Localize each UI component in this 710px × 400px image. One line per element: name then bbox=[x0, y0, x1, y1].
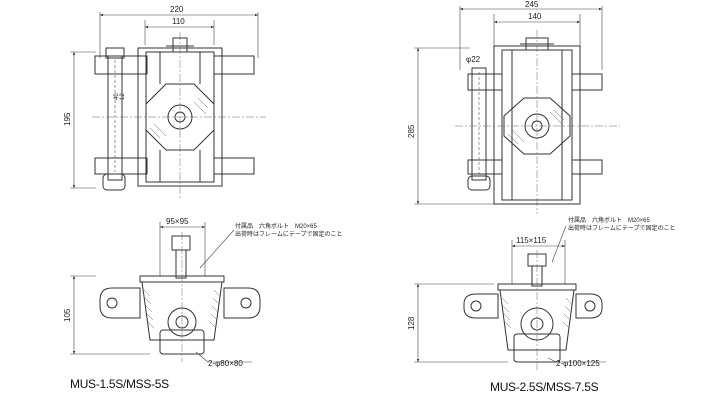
right-dim-plate: 115×115 bbox=[516, 236, 547, 245]
left-top-view: 220 110 195 40 12 bbox=[63, 5, 266, 200]
right-model-label: MUS-2.5S/MSS-7.5S bbox=[490, 380, 599, 394]
right-top-view: 245 140 φ22 285 bbox=[407, 0, 620, 214]
right-note-line2: 出荷時はフレームにテープで固定のこと bbox=[568, 224, 675, 232]
right-dim-height: 285 bbox=[407, 124, 416, 138]
left-dim-side: 40 bbox=[114, 93, 120, 100]
left-dim-side2: 12 bbox=[120, 93, 126, 100]
right-dim-pin: φ22 bbox=[466, 55, 481, 64]
left-dim-plate: 95×95 bbox=[166, 217, 189, 226]
left-dim-front-height: 105 bbox=[63, 308, 72, 322]
right-dim-width: 245 bbox=[525, 0, 539, 9]
left-dim-width: 220 bbox=[170, 5, 184, 14]
right-dim-front-height: 128 bbox=[407, 316, 416, 330]
right-dim-wheel: 2-φ100×125 bbox=[556, 359, 600, 368]
right-dim-inner: 140 bbox=[528, 12, 542, 21]
left-note-line1: 付属品 六角ボルト M20×65 bbox=[235, 222, 318, 230]
left-front-view: 付属品 六角ボルト M20×65 出荷時はフレームにテープで固定のこと 95×9… bbox=[63, 217, 342, 368]
left-note-line2: 出荷時はフレームにテープで固定のこと bbox=[235, 230, 342, 238]
left-dim-height: 195 bbox=[63, 112, 72, 126]
left-dim-wheel: 2-φ80×80 bbox=[208, 359, 243, 368]
left-dim-inner: 110 bbox=[172, 17, 185, 26]
right-front-view: 付属品 六角ボルト M20×65 出荷時はフレームにテープで固定のこと 115×… bbox=[407, 216, 675, 370]
left-model-label: MUS-1.5S/MSS-5S bbox=[70, 377, 169, 391]
right-note-line1: 付属品 六角ボルト M20×65 bbox=[568, 216, 651, 224]
